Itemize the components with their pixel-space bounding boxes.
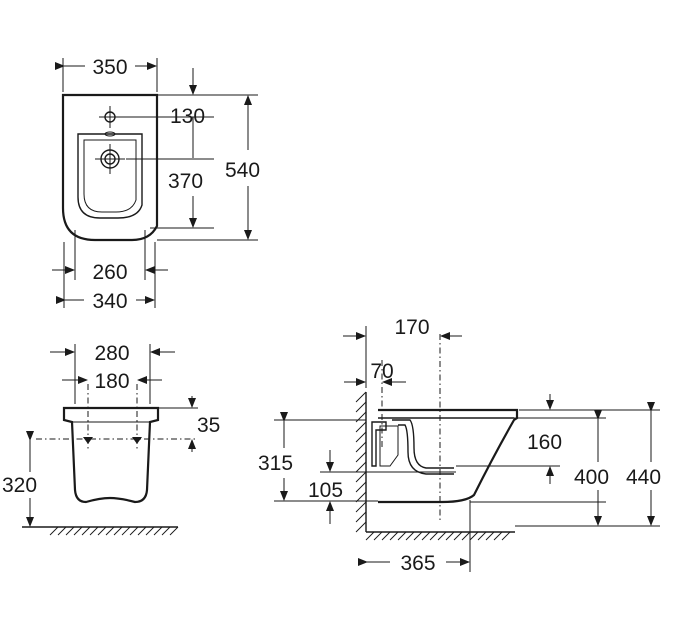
dim-350: 350 (92, 56, 127, 79)
waste-hole-icon (95, 144, 125, 174)
side-view: 170 70 315 105 160 400 440 (258, 316, 661, 575)
dim-170: 170 (394, 316, 429, 339)
side-view-bowl (392, 419, 454, 469)
top-view: 350 130 370 540 260 340 (52, 56, 260, 313)
dim-540: 540 (225, 159, 260, 182)
front-view-outline (62, 406, 160, 504)
dim-35: 35 (197, 414, 220, 437)
overflow-icon (104, 131, 116, 137)
tap-hole-icon (99, 106, 121, 128)
side-view-outline (378, 408, 519, 504)
top-view-bowl (77, 133, 143, 219)
front-view: 280 180 35 320 (0, 342, 220, 536)
dim-70: 70 (370, 360, 393, 383)
dim-365: 365 (400, 552, 435, 575)
dim-315: 315 (258, 452, 293, 475)
dim-400: 400 (574, 466, 609, 489)
dim-105: 105 (308, 479, 343, 502)
top-view-bowl-inner (83, 139, 137, 213)
dim-160: 160 (527, 431, 562, 454)
dim-280: 280 (94, 342, 129, 365)
top-view-outline (61, 93, 159, 242)
dim-130: 130 (170, 105, 205, 128)
dim-340: 340 (92, 290, 127, 313)
side-floor-hatch (365, 531, 511, 541)
dim-180: 180 (94, 370, 129, 393)
front-floor-hatch (49, 526, 179, 536)
dim-260: 260 (92, 261, 127, 284)
dim-440: 440 (626, 466, 661, 489)
wall-hatch (355, 391, 367, 533)
dim-370: 370 (168, 170, 203, 193)
dim-320: 320 (2, 474, 37, 497)
